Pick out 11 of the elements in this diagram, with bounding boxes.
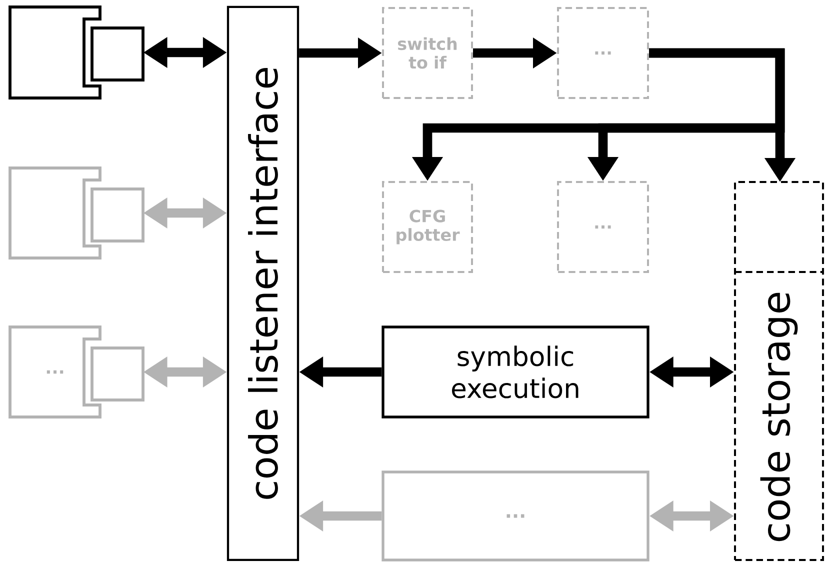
- module-box: CFG plotter: [382, 181, 473, 273]
- module-box: ...: [557, 7, 649, 99]
- storage-box: code storage: [734, 181, 824, 561]
- interface-bar: code listener interface: [226, 6, 300, 562]
- module-box: ...: [382, 470, 650, 562]
- component-box: [8, 6, 144, 100]
- module-box: symbolic execution: [382, 326, 650, 418]
- module-box: switch to if: [382, 7, 473, 99]
- component-box: [8, 166, 144, 260]
- module-box: ...: [557, 181, 649, 273]
- component-box: ...: [8, 326, 144, 418]
